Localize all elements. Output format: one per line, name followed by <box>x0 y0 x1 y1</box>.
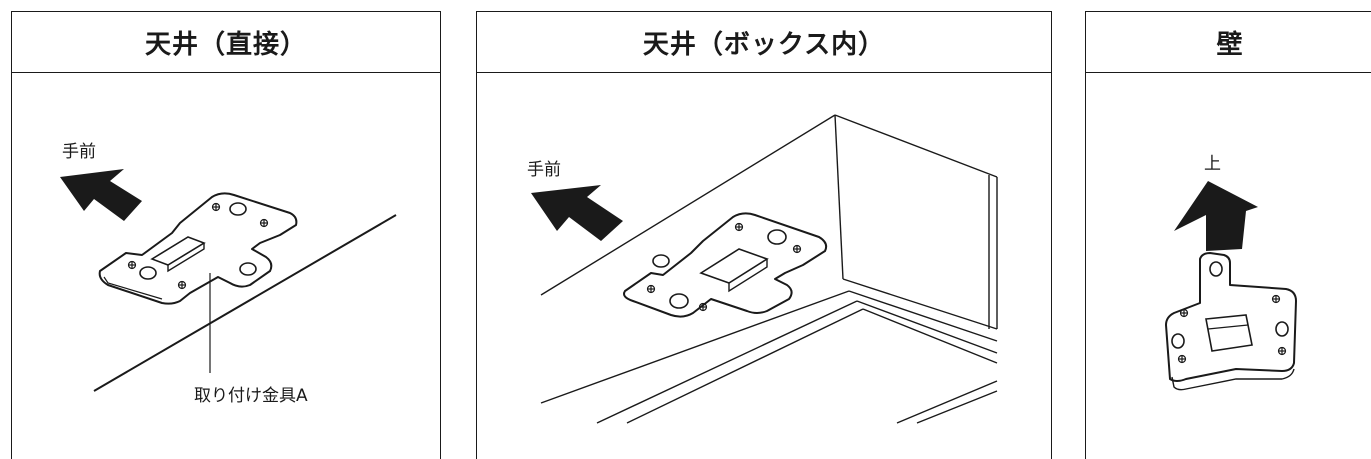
panel-illustration: 手前 <box>477 73 1051 459</box>
panel-wall: 壁 上 <box>1085 11 1371 459</box>
ceiling-edge-line <box>93 214 397 392</box>
panel-title: 天井（ボックス内） <box>477 12 1051 73</box>
panel-ceiling-box: 天井（ボックス内） 手前 <box>476 11 1052 459</box>
panel-ceiling-direct: 天井（直接） 手前 取り付け金具A <box>11 11 441 459</box>
up-arrow-icon <box>1174 181 1258 251</box>
direction-label: 手前 <box>527 160 561 180</box>
direction-label: 手前 <box>62 142 96 162</box>
forward-arrow-icon <box>531 185 623 241</box>
panel-title: 天井（直接） <box>12 12 440 73</box>
bracket-callout-label: 取り付け金具A <box>194 386 308 406</box>
bracket-box-illustration <box>531 114 998 424</box>
panel-title: 壁 <box>1086 12 1371 73</box>
bracket-ceiling-illustration <box>60 169 397 392</box>
forward-arrow-icon <box>60 169 142 221</box>
panel-illustration: 上 <box>1086 73 1371 459</box>
direction-label: 上 <box>1204 154 1221 174</box>
panel-illustration: 手前 取り付け金具A <box>12 73 440 459</box>
bracket-wall-illustration <box>1165 181 1297 391</box>
